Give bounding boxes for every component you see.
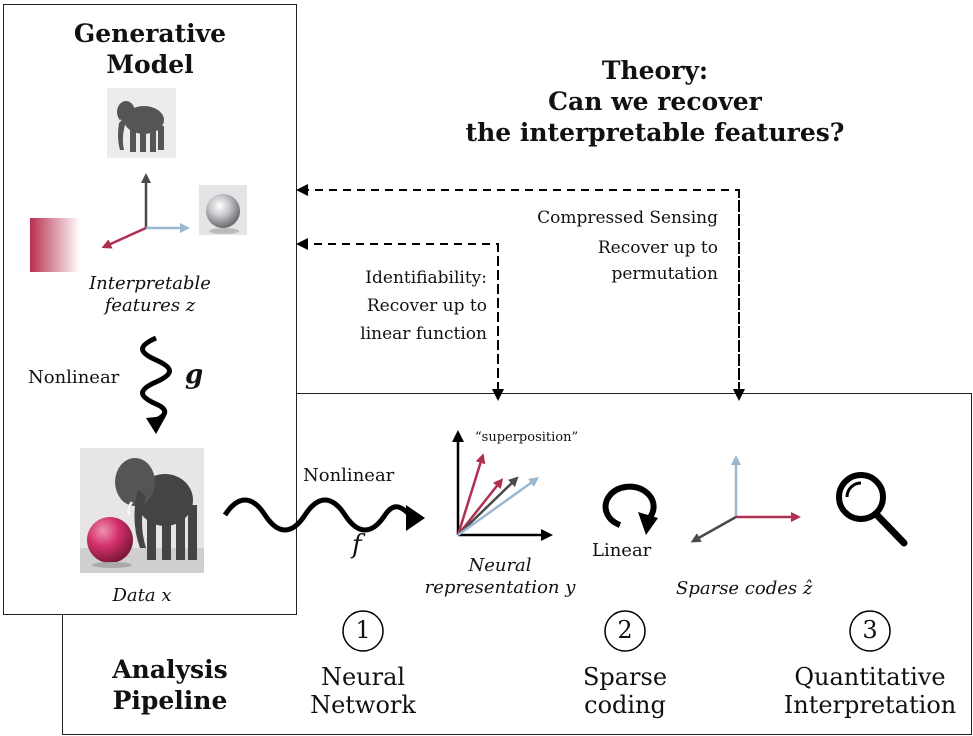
stage-3-number: 3: [862, 616, 878, 644]
compressed-sensing-label: Compressed Sensing Recover up to permuta…: [537, 208, 718, 284]
g-nonlinear-label: Nonlinear: [28, 367, 120, 388]
superposition-label: “superposition”: [475, 430, 579, 445]
analysis-pipeline-title: Analysis Pipeline: [112, 655, 228, 715]
stage-1-number: 1: [355, 616, 371, 644]
stage-1-label: Neural Network: [310, 663, 416, 719]
identifiability-label: Identifiability: Recover up to linear fu…: [360, 268, 487, 344]
stage-2-number: 2: [617, 616, 633, 644]
f-symbol: f: [352, 530, 362, 560]
stage-2-label: Sparse coding: [582, 663, 668, 719]
g-symbol: g: [185, 360, 204, 390]
neural-representation-label: Neural representation y: [424, 555, 576, 598]
interpretable-features-label: Interpretable features z: [89, 273, 211, 316]
sparse-codes-label: Sparse codes ẑ: [676, 578, 813, 599]
data-x-label: Data x: [112, 585, 172, 606]
f-nonlinear-label: Nonlinear: [303, 465, 395, 486]
theory-title: Theory: Can we recover the interpretable…: [465, 56, 845, 147]
generative-model-title: Generative Model: [73, 19, 227, 79]
stage-3-label: Quantitative Interpretation: [783, 663, 957, 719]
linear-label: Linear: [592, 540, 652, 561]
